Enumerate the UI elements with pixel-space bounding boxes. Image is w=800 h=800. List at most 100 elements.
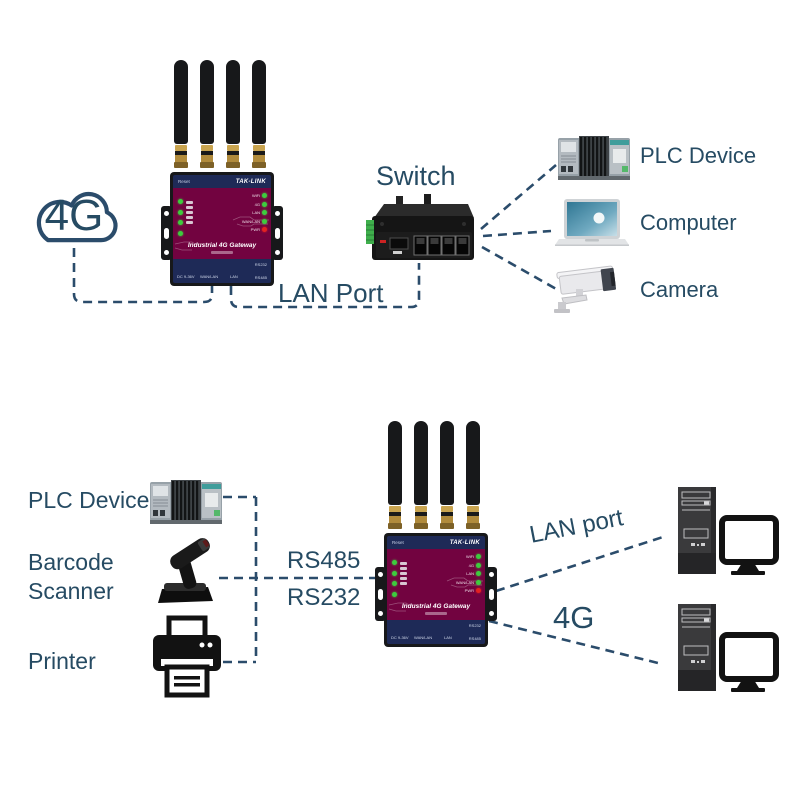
antenna-icon (414, 421, 428, 533)
led-label: WAN/LAN (241, 218, 260, 224)
rs485-port-label: RS485 (468, 636, 481, 641)
plc-device-icon (558, 136, 630, 180)
power-led (476, 588, 481, 593)
gateway-body: Reset TAK-LINK (161, 172, 283, 286)
wan-lan-led (262, 218, 267, 224)
rs232-label: RS232 (287, 584, 361, 611)
gateway-top-strip: Reset TAK-LINK (387, 536, 485, 549)
gateway-model-text (425, 612, 447, 615)
gateway-2: Reset TAK-LINK (375, 421, 497, 647)
antenna-icon (388, 421, 402, 533)
gateway-title: Industrial 4G Gateway (187, 242, 257, 249)
printer-icon (153, 615, 221, 698)
wan-lan-led (476, 579, 481, 585)
gateway-top-strip: Reset TAK-LINK (173, 175, 271, 188)
gateway-port-strip: DC 9-36V WAN/LAN LAN RS232 RS485 (173, 259, 271, 283)
gateway-body: Reset TAK-LINK (375, 533, 497, 647)
antenna-icon (440, 421, 454, 533)
led-label: WiFi (252, 193, 260, 198)
computer-label: Computer (640, 210, 737, 235)
printer-label: Printer (28, 648, 96, 674)
rs485-port-label: RS485 (254, 275, 267, 280)
connector-switch-to-plc (480, 164, 557, 230)
dc-power-label: DC 9-36V (391, 635, 409, 640)
wifi-led (476, 554, 481, 559)
lan-port-label-bottom: LAN port (527, 504, 626, 549)
lan-port-label-top: LAN Port (278, 278, 384, 308)
gateway-front-panel: WiFi 4G LAN WAN/LAN PWR Industrial 4G Ga… (173, 188, 271, 259)
signal-indicator (392, 560, 407, 597)
dc-power-label: DC 9-36V (177, 274, 195, 279)
cctv-camera-icon (554, 265, 617, 313)
led-label: LAN (466, 571, 474, 576)
reset-label: Reset (392, 540, 404, 545)
barcode-scanner-icon (158, 538, 213, 603)
gateway-title: Industrial 4G Gateway (401, 603, 471, 610)
led-label: WiFi (466, 554, 474, 559)
desktop-computer-icon (678, 604, 779, 692)
gateway-1: Reset TAK-LINK (161, 60, 283, 286)
lan-port-label: LAN (230, 274, 238, 279)
antenna-icon (252, 60, 266, 172)
plc-device-label-bottom: PLC Device (28, 487, 150, 513)
cloud-4g-icon (36, 192, 118, 243)
led-label: PWR (464, 588, 474, 593)
laptop-icon (555, 199, 629, 246)
led-label: 4G (468, 562, 474, 568)
antenna-icon (226, 60, 240, 172)
switch-label: Switch (376, 161, 456, 191)
power-led (262, 227, 267, 232)
connector-gateway1-lan-to-switch (229, 263, 421, 309)
circuit-decoration (388, 577, 483, 612)
led-label: PWR (250, 227, 260, 232)
connector-serial-bus (219, 495, 384, 664)
rs232-port-label: RS232 (468, 623, 481, 628)
lan-port-label: LAN (444, 635, 452, 640)
cloud-4g-label: 4G (44, 191, 104, 240)
rs232-port-label: RS232 (254, 262, 267, 267)
antenna-icon (466, 421, 480, 533)
brand-logo: TAK-LINK (449, 539, 480, 546)
lan-led (476, 571, 481, 576)
top-diagram: 4G Reset TAK-LINK (36, 60, 757, 313)
industrial-4g-gateway-icon: Reset TAK-LINK (375, 421, 497, 647)
led-label: 4G (254, 201, 260, 207)
connector-cloud-to-gateway1 (72, 248, 214, 304)
gateway-model-text (211, 251, 233, 254)
barcode-label-line2: Scanner (28, 578, 114, 604)
4g-led (262, 201, 267, 207)
mounting-ear (375, 567, 386, 621)
antenna-icon (200, 60, 214, 172)
desktop-computer-icon (678, 487, 779, 575)
mounting-ear (161, 206, 172, 260)
circuit-decoration (174, 216, 269, 251)
gateway-port-strip: DC 9-36V WAN/LAN LAN RS232 RS485 (387, 620, 485, 644)
bottom-diagram: PLC Device Barcode Scanner Printer (0, 400, 800, 800)
plc-device-label-top: PLC Device (640, 143, 757, 168)
status-led-column: WiFi 4G LAN WAN/LAN PWR (456, 554, 481, 593)
reset-label: Reset (178, 179, 190, 184)
led-label: WAN/LAN (455, 579, 474, 585)
status-led-column: WiFi 4G LAN WAN/LAN PWR (242, 193, 267, 232)
4g-led (476, 562, 481, 568)
industrial-4g-gateway-icon: Reset TAK-LINK (161, 60, 283, 286)
connector-switch-to-computer (482, 229, 552, 238)
wifi-led (262, 193, 267, 198)
signal-indicator (178, 199, 193, 236)
mounting-ear (486, 567, 497, 621)
rs485-label: RS485 (287, 547, 361, 574)
camera-label: Camera (640, 277, 719, 302)
mounting-ear (272, 206, 283, 260)
wan-lan-port-label: WAN/LAN (200, 274, 219, 279)
brand-logo: TAK-LINK (235, 178, 266, 185)
plc-device-icon (150, 480, 222, 524)
gateway-front-panel: WiFi 4G LAN WAN/LAN PWR Industrial 4G Ga… (387, 549, 485, 620)
barcode-label-line1: Barcode (28, 549, 114, 575)
antenna-icon (174, 60, 188, 172)
lan-led (262, 210, 267, 215)
led-label: LAN (252, 210, 260, 215)
ethernet-switch-icon (366, 194, 474, 260)
wan-lan-port-label: WAN/LAN (414, 635, 433, 640)
